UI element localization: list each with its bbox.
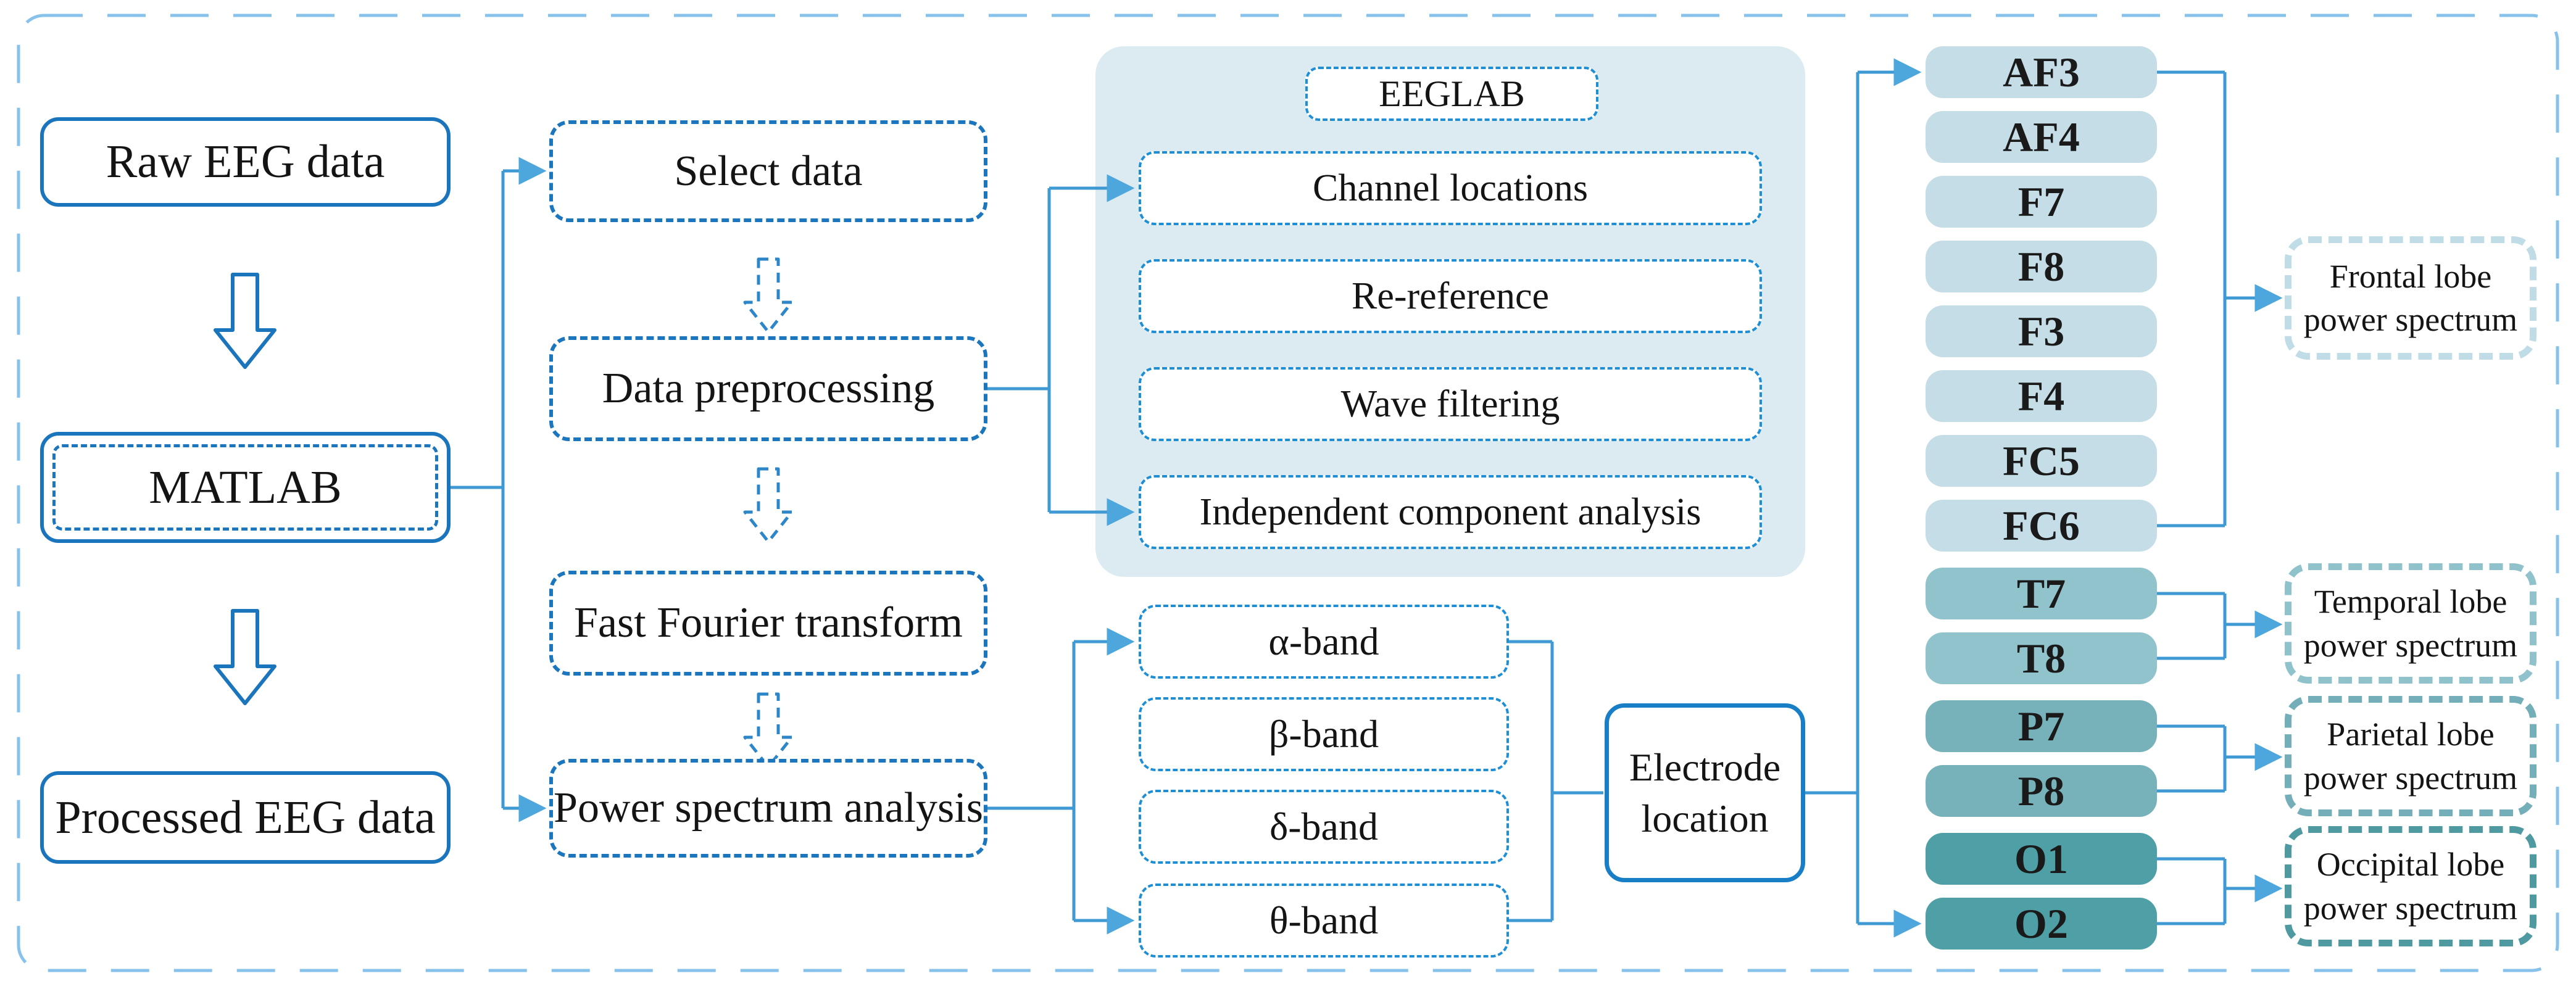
electrode-pill-f3: F3	[1926, 305, 2157, 357]
box-channel-locations: Channel locations	[1139, 151, 1762, 225]
box-fast-fourier-transform: Fast Fourier transform	[549, 571, 987, 676]
electrode-label: T7	[2016, 569, 2066, 617]
electrode-pill-fc5: FC5	[1926, 435, 2157, 487]
dashed-down-arrow-icon	[743, 692, 794, 769]
connector-parietal-group	[2157, 724, 2283, 793]
box-matlab: MATLAB	[40, 432, 451, 543]
alpha-band-label: α-band	[1268, 619, 1379, 663]
electrode-pill-af4: AF4	[1926, 111, 2157, 163]
delta-band-label: δ-band	[1269, 805, 1378, 848]
temporal-output-label: Temporal lobe power spectrum	[2303, 583, 2518, 664]
box-delta-band: δ-band	[1139, 790, 1509, 864]
electrode-pill-af3: AF3	[1926, 46, 2157, 98]
dashed-down-arrow-icon	[743, 257, 794, 334]
box-frontal-lobe-power-spectrum: Frontal lobe power spectrum	[2285, 236, 2537, 360]
electrode-pill-f4: F4	[1926, 370, 2157, 422]
box-eeglab-title: EEGLAB	[1305, 67, 1598, 121]
eeglab-title-label: EEGLAB	[1379, 73, 1525, 114]
wave-filtering-label: Wave filtering	[1340, 383, 1560, 425]
box-beta-band: β-band	[1139, 697, 1509, 771]
box-re-reference: Re-reference	[1139, 259, 1762, 333]
box-parietal-lobe-power-spectrum: Parietal lobe power spectrum	[2285, 696, 2537, 816]
box-processed-eeg-data: Processed EEG data	[40, 771, 451, 864]
parietal-output-label: Parietal lobe power spectrum	[2303, 716, 2518, 797]
box-occipital-lobe-power-spectrum: Occipital lobe power spectrum	[2285, 826, 2537, 946]
electrode-pill-f7: F7	[1926, 176, 2157, 228]
raw-eeg-data-label: Raw EEG data	[106, 136, 385, 188]
connector-frontal-group	[2157, 70, 2283, 528]
electrode-pill-o2: O2	[1926, 898, 2157, 950]
box-independent-component-analysis: Independent component analysis	[1139, 475, 1762, 549]
power-spectrum-analysis-label: Power spectrum analysis	[554, 784, 983, 832]
theta-band-label: θ-band	[1269, 898, 1379, 942]
independent-component-analysis-label: Independent component analysis	[1199, 490, 1701, 533]
frontal-output-label: Frontal lobe power spectrum	[2303, 257, 2518, 338]
electrode-pill-t7: T7	[1926, 568, 2157, 619]
fast-fourier-transform-label: Fast Fourier transform	[574, 599, 963, 647]
electrode-pill-t8: T8	[1926, 632, 2157, 684]
beta-band-label: β-band	[1268, 712, 1379, 756]
connector-temporal-group	[2157, 592, 2283, 660]
box-electrode-location: Electrode location	[1605, 703, 1805, 882]
electrode-label: P7	[2017, 702, 2065, 750]
dashed-down-arrow-icon	[743, 467, 794, 544]
electrode-label: F3	[2017, 307, 2065, 355]
box-alpha-band: α-band	[1139, 605, 1509, 679]
box-theta-band: θ-band	[1139, 883, 1509, 958]
electrode-label: O1	[2014, 835, 2068, 882]
connector-psa-to-bands	[987, 627, 1135, 935]
down-arrow-icon	[214, 273, 276, 369]
electrode-pill-fc6: FC6	[1926, 500, 2157, 552]
electrode-pill-f8: F8	[1926, 241, 2157, 292]
electrode-label: F4	[2017, 372, 2065, 420]
electrode-label: O2	[2014, 900, 2068, 947]
electrode-label: FC5	[2003, 437, 2080, 484]
electrode-label: AF3	[2003, 48, 2080, 96]
down-arrow-icon	[214, 609, 276, 705]
channel-locations-label: Channel locations	[1313, 167, 1588, 209]
connector-bands-to-electrode-location	[1509, 640, 1603, 922]
electrode-pill-o1: O1	[1926, 833, 2157, 885]
re-reference-label: Re-reference	[1351, 275, 1550, 317]
connector-electrode-location-to-electrodes	[1805, 58, 1922, 938]
electrode-pill-p7: P7	[1926, 700, 2157, 752]
data-preprocessing-label: Data preprocessing	[602, 365, 935, 412]
connector-occipital-group	[2157, 857, 2283, 925]
select-data-label: Select data	[674, 147, 863, 195]
electrode-label: FC6	[2003, 502, 2080, 549]
box-temporal-lobe-power-spectrum: Temporal lobe power spectrum	[2285, 563, 2537, 684]
occipital-output-label: Occipital lobe power spectrum	[2303, 846, 2518, 927]
electrode-label: P8	[2017, 767, 2065, 814]
box-data-preprocessing: Data preprocessing	[549, 336, 987, 441]
electrode-label: F7	[2017, 178, 2065, 225]
connector-matlab-to-pipeline	[451, 157, 547, 822]
matlab-inner-border: MATLAB	[52, 444, 438, 531]
box-power-spectrum-analysis: Power spectrum analysis	[549, 759, 987, 858]
box-raw-eeg-data: Raw EEG data	[40, 117, 451, 207]
processed-eeg-data-label: Processed EEG data	[55, 791, 436, 843]
electrode-label: F8	[2017, 242, 2065, 290]
electrode-location-label: Electrode location	[1629, 745, 1781, 840]
matlab-label: MATLAB	[149, 461, 342, 513]
box-select-data: Select data	[549, 120, 987, 222]
box-wave-filtering: Wave filtering	[1139, 367, 1762, 441]
electrode-pill-p8: P8	[1926, 765, 2157, 817]
electrode-label: T8	[2016, 634, 2066, 682]
electrode-label: AF4	[2003, 113, 2080, 160]
